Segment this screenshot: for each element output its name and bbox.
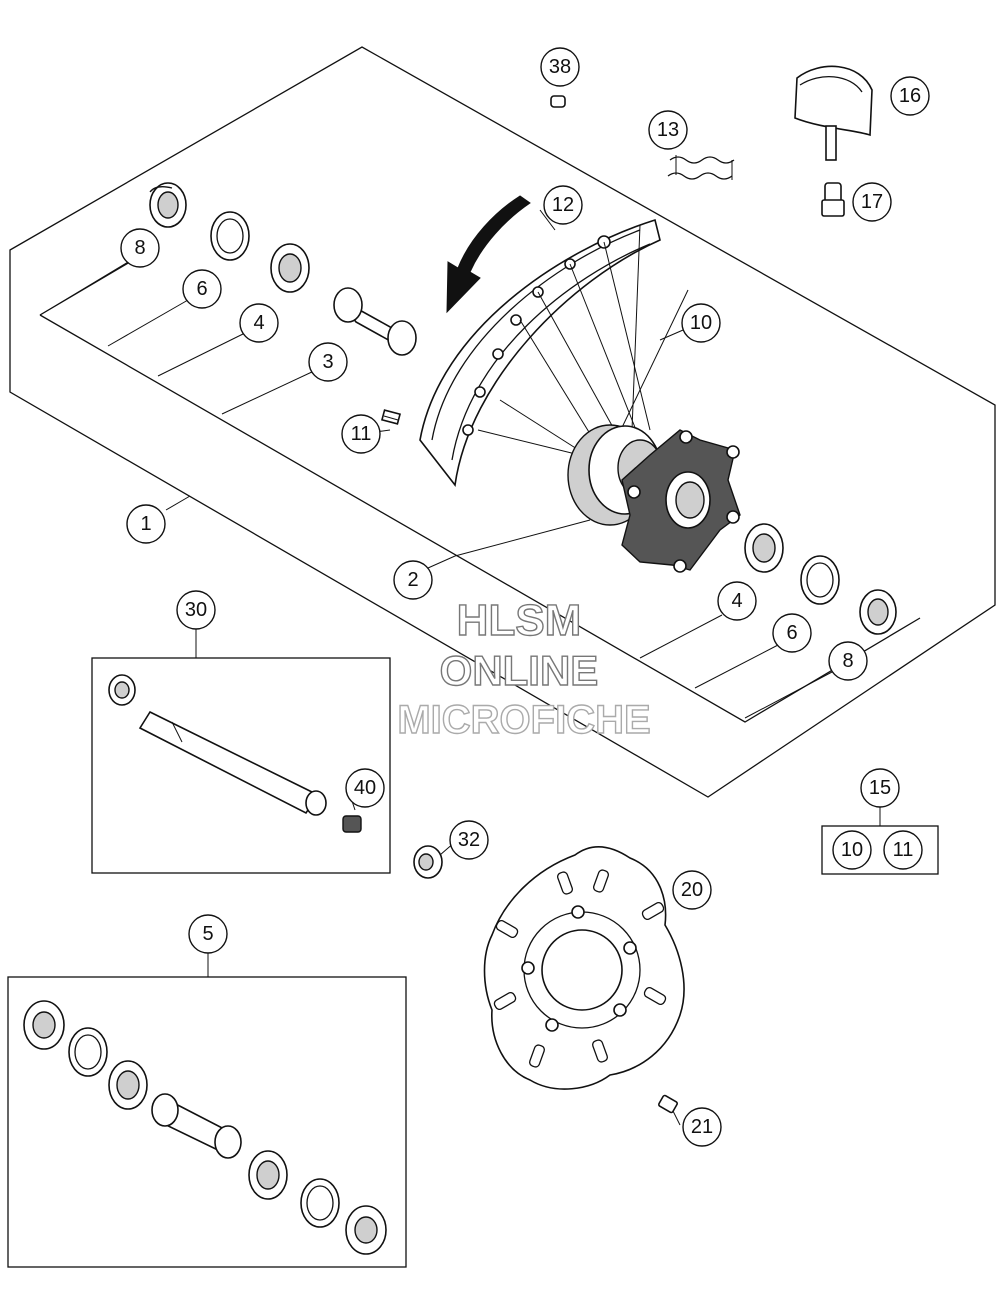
- watermark-line-2: ONLINE: [440, 647, 599, 694]
- svg-text:6: 6: [196, 278, 207, 300]
- callout-32: 32: [449, 820, 489, 860]
- callout-20: 20: [672, 870, 712, 910]
- svg-text:4: 4: [731, 590, 742, 612]
- callout-16: 16: [890, 76, 930, 116]
- callout-6-left: 6: [182, 269, 222, 309]
- watermark-line-3: MICROFICHE: [397, 698, 650, 742]
- spokes-part: [477, 224, 689, 471]
- valve-nut-part: [821, 182, 845, 217]
- svg-text:40: 40: [354, 777, 376, 799]
- axle-nut-part: [413, 845, 443, 879]
- axle-kit-box: [91, 657, 391, 874]
- svg-text:10: 10: [841, 839, 863, 861]
- tire-mousse-part: [794, 65, 873, 161]
- svg-text:8: 8: [134, 237, 145, 259]
- svg-text:20: 20: [681, 879, 703, 901]
- valve-part: [380, 409, 402, 425]
- watermark: HLSM ONLINE MICROFICHE: [397, 595, 652, 742]
- callout-13: 13: [648, 110, 688, 150]
- callout-15-10: 10: [832, 830, 872, 870]
- svg-text:3: 3: [322, 351, 333, 373]
- svg-text:12: 12: [552, 194, 574, 216]
- watermark-line-1: HLSM: [457, 596, 582, 645]
- svg-text:17: 17: [861, 191, 883, 213]
- svg-text:2: 2: [407, 569, 418, 591]
- callout-3: 3: [308, 342, 348, 382]
- rim-tape-part: [667, 155, 735, 180]
- callout-21: 21: [682, 1107, 722, 1147]
- brake-disc-part: [483, 845, 685, 1090]
- callout-17: 17: [852, 182, 892, 222]
- callout-1: 1: [126, 504, 166, 544]
- axle-sleeve-part: [333, 287, 417, 356]
- right-seal-ring-part: [800, 555, 840, 605]
- rotation-arrow: [446, 195, 531, 314]
- svg-text:16: 16: [899, 85, 921, 107]
- left-seal-ring-part: [210, 211, 250, 261]
- callout-4-left: 4: [239, 303, 279, 343]
- svg-text:11: 11: [893, 839, 914, 861]
- disc-bolt-part: [658, 1094, 678, 1114]
- callout-15: 15: [860, 768, 900, 808]
- svg-text:30: 30: [185, 599, 207, 621]
- left-bearing-part: [270, 243, 310, 293]
- svg-text:11: 11: [351, 423, 372, 445]
- svg-text:4: 4: [253, 312, 264, 334]
- svg-text:1: 1: [140, 513, 151, 535]
- svg-text:5: 5: [202, 923, 213, 945]
- svg-text:6: 6: [786, 622, 797, 644]
- callout-10: 10: [681, 303, 721, 343]
- hub-part: [567, 424, 741, 573]
- callout-4-right: 4: [717, 581, 757, 621]
- svg-text:10: 10: [690, 312, 712, 334]
- callouts: 1 2 3 4 4 5 6 6 8 8 10 11 12 13 15 10 11…: [120, 47, 930, 1147]
- bearing-kit-box: [7, 976, 407, 1268]
- right-bearing-part: [744, 523, 784, 573]
- callout-38: 38: [540, 47, 580, 87]
- callout-6-right: 6: [772, 613, 812, 653]
- svg-text:13: 13: [657, 119, 679, 141]
- right-spacer-part: [859, 589, 897, 635]
- callout-40: 40: [345, 768, 385, 808]
- spoke-valve-set-box: [821, 825, 939, 875]
- cap-part: [550, 95, 566, 108]
- callout-12: 12: [543, 185, 583, 225]
- svg-text:8: 8: [842, 650, 853, 672]
- svg-text:21: 21: [691, 1116, 713, 1138]
- callout-8-right: 8: [828, 641, 868, 681]
- callout-11: 11: [341, 414, 381, 454]
- svg-text:38: 38: [549, 56, 571, 78]
- left-spacer-part: [149, 182, 187, 228]
- callout-15-11: 11: [883, 830, 923, 870]
- callout-2: 2: [393, 560, 433, 600]
- callout-5: 5: [188, 914, 228, 954]
- svg-text:15: 15: [869, 777, 891, 799]
- callout-8-left: 8: [120, 228, 160, 268]
- svg-text:32: 32: [458, 829, 480, 851]
- callout-30: 30: [176, 590, 216, 630]
